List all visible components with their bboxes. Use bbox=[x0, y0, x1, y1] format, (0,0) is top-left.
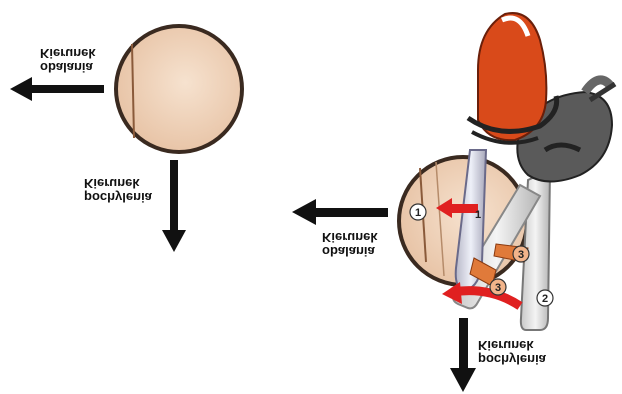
left-felling-label-line1: obalania bbox=[40, 60, 96, 74]
right-felling-label: obalania Kierunek bbox=[322, 230, 378, 258]
cut-number-3-lower: 3 bbox=[490, 279, 506, 295]
cut-number-1-right: 1 bbox=[475, 209, 481, 221]
left-felling-arrow bbox=[10, 77, 104, 101]
left-felling-label: obalania Kierunek bbox=[40, 46, 96, 74]
left-tilt-label-line2: Kierunek bbox=[84, 176, 152, 190]
right-felling-arrow bbox=[292, 199, 388, 225]
right-tilt-arrow bbox=[450, 318, 476, 392]
cut-number-1-left: 1 bbox=[410, 204, 426, 220]
cut-number-text: 3 bbox=[495, 282, 501, 294]
left-felling-label-line2: Kierunek bbox=[40, 46, 96, 60]
right-felling-label-line1: obalania bbox=[322, 244, 378, 258]
cut-number-text: 3 bbox=[518, 249, 524, 261]
cut-number-text: 1 bbox=[415, 207, 421, 219]
left-tilt-label: pochylenia Kierunek bbox=[84, 176, 152, 204]
left-log-cross-section bbox=[116, 26, 242, 152]
right-felling-label-line2: Kierunek bbox=[322, 230, 378, 244]
left-tilt-arrow bbox=[162, 160, 186, 252]
right-tilt-label: pochylenia Kierunek bbox=[478, 338, 546, 366]
cut-number-2: 2 bbox=[537, 290, 553, 306]
cut-number-text: 1 bbox=[475, 209, 481, 221]
right-tilt-label-line2: Kierunek bbox=[478, 338, 546, 352]
cut-number-text: 2 bbox=[542, 293, 548, 305]
cut-number-3-upper: 3 bbox=[513, 246, 529, 262]
right-tilt-label-line1: pochylenia bbox=[478, 352, 546, 366]
left-tilt-label-line1: pochylenia bbox=[84, 190, 152, 204]
